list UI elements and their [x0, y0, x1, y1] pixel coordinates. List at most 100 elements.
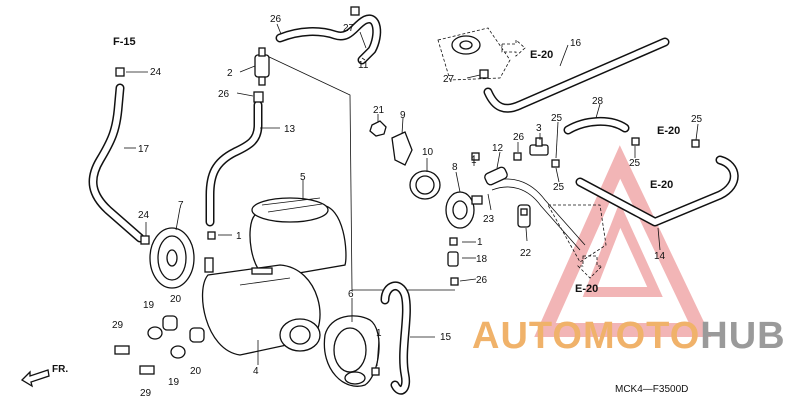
bracket-7 [149, 227, 195, 289]
callout-24-a: 24 [150, 67, 162, 78]
callout-26-b: 26 [270, 14, 282, 25]
hose-11 [275, 14, 382, 65]
cap-6 [323, 315, 380, 387]
arrow-to-e20 [501, 39, 526, 57]
joint-12 [484, 166, 508, 186]
callout-25-d: 25 [691, 114, 703, 125]
callout-19-b: 19 [168, 377, 180, 388]
clamp-1-a [207, 231, 216, 240]
callout-27-a: 27 [343, 23, 355, 34]
callout-16: 16 [570, 38, 582, 49]
callout-26-a: 26 [218, 89, 230, 100]
bolt-29-b [139, 365, 155, 375]
clamp-1-b [371, 367, 380, 376]
hose-13 [205, 100, 263, 227]
callout-26-c: 26 [513, 132, 525, 143]
canister-4 [201, 257, 321, 356]
bolt-29-a [114, 345, 130, 355]
clamp-25-b [631, 137, 640, 146]
callout-20-b: 20 [190, 366, 202, 377]
callout-26-d: 26 [476, 275, 488, 286]
watermark-text: AUTOMOTOHUB [472, 315, 786, 357]
washer-19-a [147, 326, 163, 340]
callout-29-b: 29 [140, 388, 152, 399]
clamp-1-c [471, 152, 480, 161]
ref-f15: F-15 [113, 36, 136, 48]
callout-7: 7 [178, 200, 184, 211]
clamp-26-d [450, 277, 459, 286]
callout-29-a: 29 [112, 320, 124, 331]
clamp-27-top [350, 6, 360, 16]
ref-e20-b: E-20 [657, 125, 680, 137]
callout-10: 10 [422, 147, 434, 158]
watermark-triangle-inner [582, 202, 663, 297]
hose-16 [483, 37, 670, 113]
callout-25-a: 25 [551, 113, 563, 124]
watermark-text-hub: HUB [700, 315, 785, 357]
clip-22 [517, 204, 531, 228]
callout-14: 14 [654, 251, 666, 262]
dashed-region [547, 204, 607, 263]
fasteners-left [114, 315, 205, 375]
joint-18 [447, 251, 459, 267]
clamp-26-c [513, 152, 522, 161]
callout-28: 28 [592, 96, 604, 107]
callout-20-a: 20 [170, 294, 182, 305]
callout-1-a: 1 [236, 231, 242, 242]
watermark-logo [534, 145, 712, 337]
diagram-code: MCK4—F3500D [615, 384, 688, 395]
callout-27-b: 27 [443, 74, 455, 85]
tube-23 [489, 178, 586, 251]
callout-6: 6 [348, 289, 354, 300]
watermark-triangle [534, 145, 712, 337]
inset-detail [437, 27, 526, 81]
callout-22: 22 [520, 248, 532, 259]
canister-5 [249, 197, 347, 279]
ref-e20-c: E-20 [650, 179, 673, 191]
callout-12: 12 [492, 143, 504, 154]
joint-3 [529, 137, 549, 156]
hose-15 [380, 281, 411, 395]
front-arrow-icon [20, 369, 50, 388]
grommet-20-b [189, 327, 205, 343]
nut-21 [369, 120, 387, 137]
washer-19-b [170, 345, 186, 359]
hose-28 [563, 117, 630, 135]
grommet-20-a [162, 315, 178, 331]
clamp-24-top [115, 67, 125, 77]
ref-e20-d: E-20 [575, 283, 598, 295]
watermark-text-auto: AUTO [472, 315, 583, 357]
callout-2: 2 [227, 68, 233, 79]
valve-8 [445, 191, 483, 229]
mount-tab-4 [251, 267, 273, 275]
leader-lines [124, 23, 699, 367]
callout-24-b: 24 [138, 210, 150, 221]
callout-21: 21 [373, 105, 385, 116]
ref-e20-a: E-20 [530, 49, 553, 61]
clamp-26 [253, 91, 264, 103]
pipe-4 [204, 257, 214, 273]
callout-1-c: 1 [471, 155, 477, 166]
callout-3: 3 [536, 123, 542, 134]
callout-labels: 24 17 24 7 2 26 13 1 5 4 6 1 15 26 27 11… [112, 14, 703, 399]
callout-9: 9 [400, 110, 406, 121]
front-label: FR. [52, 364, 68, 375]
arrow-down-e20 [577, 255, 603, 279]
front-direction-marker: FR. [20, 364, 68, 388]
band-10 [409, 170, 441, 200]
callout-25-c: 25 [553, 182, 565, 193]
clamp-27-inset [479, 69, 489, 79]
callout-23: 23 [483, 214, 495, 225]
callout-19-a: 19 [143, 300, 155, 311]
callout-13: 13 [284, 124, 296, 135]
callout-11: 11 [358, 60, 369, 71]
joint-2 [254, 47, 270, 86]
hose-17 [88, 83, 145, 243]
hose-14 [575, 155, 739, 227]
clamp-24-bottom [140, 235, 150, 245]
callout-1-d: 1 [477, 237, 483, 248]
watermark-text-moto: MOTO [583, 315, 700, 357]
callout-8: 8 [452, 162, 458, 173]
